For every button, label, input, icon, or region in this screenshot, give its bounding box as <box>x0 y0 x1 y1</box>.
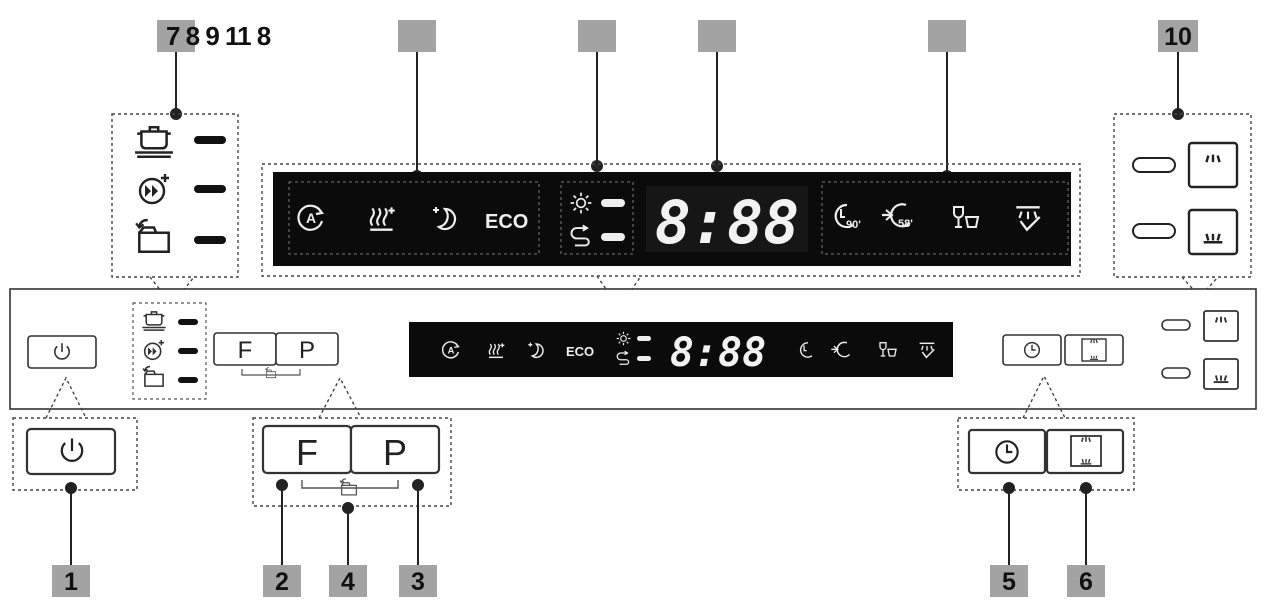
callout-number-10: 10 <box>1164 23 1192 51</box>
svg-text:F: F <box>238 337 253 364</box>
time-58-label: 58' <box>898 218 913 230</box>
callout-number-5: 5 <box>1002 568 1016 596</box>
callout-box-top-left <box>157 20 195 52</box>
callout-box-3 <box>578 20 616 52</box>
digit-display: 8:88 <box>655 188 800 258</box>
eco-label: ECO <box>485 211 528 233</box>
turbo-icon <box>138 172 171 205</box>
p-button-small[interactable]: P <box>275 332 339 366</box>
indicator-zoom-box <box>111 113 239 307</box>
tray-icon-link <box>339 478 358 496</box>
f-button-small[interactable]: F <box>213 332 277 366</box>
display-small <box>409 322 953 377</box>
callout-number-6: 6 <box>1079 568 1093 596</box>
timer-button-small[interactable] <box>1002 334 1062 366</box>
callout-number-1: 1 <box>64 568 78 596</box>
svg-text:P: P <box>383 432 407 473</box>
fp-zoom-box: F P <box>252 376 452 507</box>
tray-icon <box>134 218 170 253</box>
power-zoom-box <box>12 376 138 491</box>
display-zoom-box: ECO 8:88 90' 58' <box>261 163 1081 310</box>
callout-box-10 <box>1158 20 1198 52</box>
callout-box-4 <box>698 20 736 52</box>
callout-box-3b <box>399 565 437 597</box>
callout-box-5b <box>990 565 1028 597</box>
time-90-label: 90' <box>846 219 861 231</box>
p-button-large[interactable]: P <box>349 424 441 475</box>
timer-button-large[interactable] <box>967 428 1047 475</box>
spray-button-small[interactable] <box>1064 334 1124 366</box>
pot-icon <box>133 126 175 158</box>
callout-box-6b <box>1067 565 1105 597</box>
callout-number-2: 2 <box>275 568 289 596</box>
timer-zoom-box <box>957 374 1135 491</box>
digit-display-small: 8:88 <box>670 330 766 376</box>
spray-button-large[interactable] <box>1045 428 1125 475</box>
callout-box-1 <box>52 565 90 597</box>
callout-numbers-top-left: 7 8 9 11 8 <box>166 21 271 51</box>
spray-zoom-box <box>1113 113 1252 299</box>
callout-number-3: 3 <box>411 568 425 596</box>
callout-box-4b <box>329 565 367 597</box>
svg-text:F: F <box>296 432 318 473</box>
control-panel: F P ECO 8:88 <box>9 288 1257 410</box>
power-button-large[interactable] <box>25 427 117 476</box>
power-button-small[interactable] <box>27 335 97 369</box>
callout-box-2 <box>398 20 436 52</box>
callout-number-4: 4 <box>341 568 355 596</box>
callout-box-2b <box>263 565 301 597</box>
f-button-large[interactable]: F <box>261 424 353 475</box>
eco-label-small: ECO <box>566 344 594 359</box>
callout-box-5 <box>928 20 966 52</box>
svg-text:P: P <box>299 337 315 364</box>
